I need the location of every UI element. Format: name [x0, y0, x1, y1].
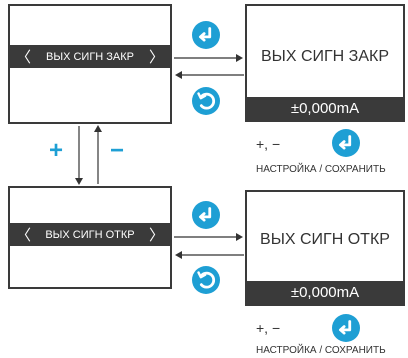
- detail-title: ВЫХ СИГН ЗАКР: [261, 48, 389, 65]
- detail-screen-close-signal: ВЫХ СИГН ЗАКР ±0,000mA: [245, 4, 405, 122]
- plus-minus-keys: +, −: [256, 320, 281, 336]
- value-readout: ±0,000mA: [247, 97, 403, 120]
- enter-icon[interactable]: [192, 201, 220, 229]
- menu-selection-bar[interactable]: 〈 ВЫХ СИГН ЗАКР 〉: [10, 45, 170, 68]
- menu-item-label: ВЫХ СИГН ЗАКР: [46, 50, 134, 63]
- return-icon[interactable]: [192, 87, 220, 115]
- menu-screen-open-signal: 〈 ВЫХ СИГН ОТКР 〉: [8, 186, 172, 289]
- down-arrow: [75, 126, 83, 185]
- chevron-right-icon[interactable]: 〉: [148, 227, 164, 244]
- enter-arrow: [174, 54, 243, 62]
- up-arrow: [94, 125, 102, 184]
- detail-title: ВЫХ СИГН ОТКР: [260, 231, 390, 248]
- enter-icon[interactable]: [332, 129, 360, 157]
- plus-key[interactable]: +: [49, 137, 64, 164]
- menu-item-label: ВЫХ СИГН ОТКР: [45, 228, 135, 241]
- back-arrow: [175, 71, 244, 79]
- plus-minus-keys: +, −: [256, 136, 281, 152]
- chevron-left-icon[interactable]: 〈: [16, 49, 32, 66]
- chevron-left-icon[interactable]: 〈: [16, 227, 32, 244]
- chevron-right-icon[interactable]: 〉: [148, 49, 164, 66]
- enter-arrow: [174, 233, 243, 241]
- back-arrow: [175, 251, 244, 259]
- detail-screen-open-signal: ВЫХ СИГН ОТКР ±0,000mA: [245, 190, 405, 306]
- value-readout: ±0,000mA: [247, 281, 403, 304]
- menu-screen-close-signal: 〈 ВЫХ СИГН ЗАКР 〉: [8, 4, 172, 124]
- enter-icon[interactable]: [192, 21, 220, 49]
- menu-selection-bar[interactable]: 〈 ВЫХ СИГН ОТКР 〉: [10, 223, 170, 246]
- enter-icon[interactable]: [332, 314, 360, 342]
- minus-key[interactable]: −: [110, 137, 125, 164]
- return-icon[interactable]: [192, 266, 220, 294]
- adjust-save-caption: НАСТРОЙКА / СОХРАНИТЬ: [256, 164, 386, 175]
- adjust-save-caption: НАСТРОЙКА / СОХРАНИТЬ: [256, 345, 386, 356]
